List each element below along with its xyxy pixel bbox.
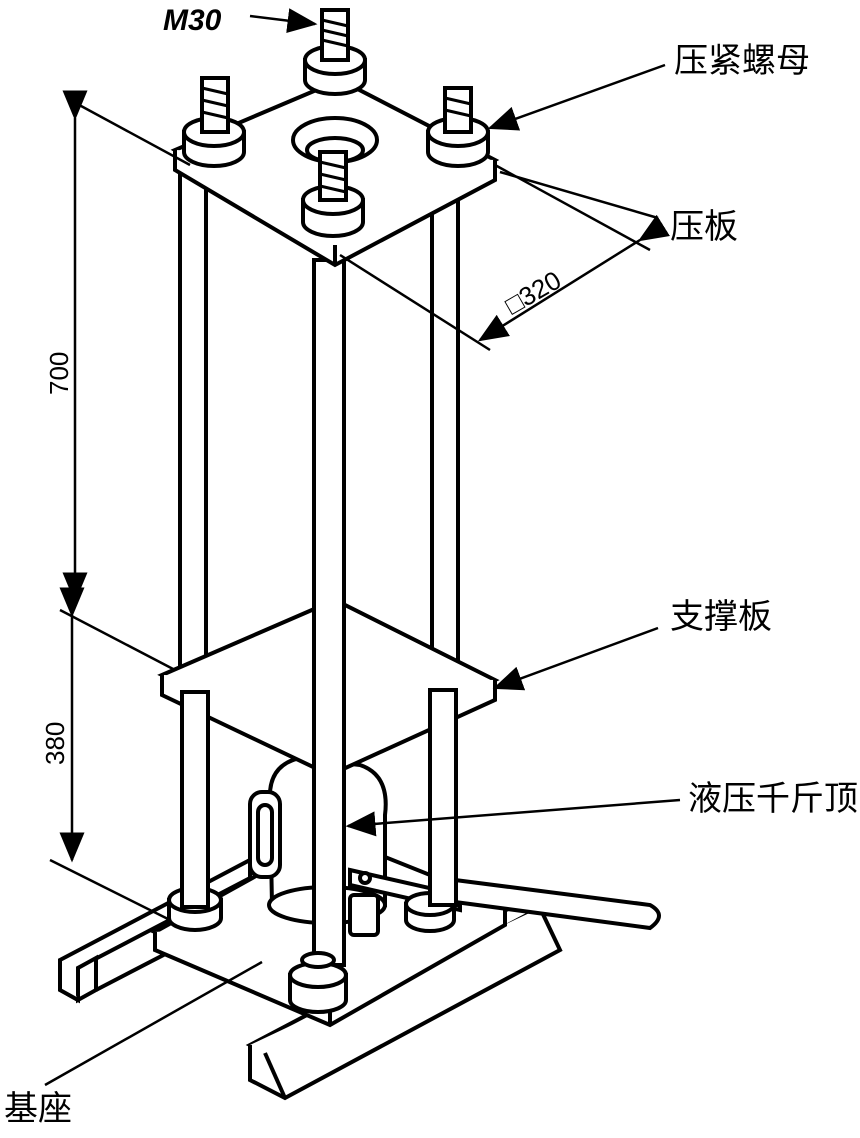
top-nut-left [182, 76, 246, 168]
base-label: 基座 [4, 1090, 72, 1128]
top-nut-center [303, 8, 367, 96]
dimension-700 [59, 90, 191, 672]
dimension-700-label: 700 [44, 352, 74, 395]
base-nut-front [288, 951, 348, 1014]
rods-lower [180, 688, 458, 909]
dimension-380 [49, 587, 171, 922]
dimension-380-label: 380 [40, 722, 70, 765]
support-plate-label: 支撑板 [670, 598, 772, 636]
top-nut-right [426, 86, 490, 168]
leaders [44, 8, 681, 1087]
rod-front [312, 258, 346, 967]
dimension-320-label: □320 [500, 265, 566, 321]
top-nut-front [301, 150, 365, 238]
press-plate-label: 压板 [670, 208, 738, 246]
bolt-size-label: M30 [163, 4, 222, 37]
rod-rear [178, 158, 460, 677]
jack-label: 液压千斤顶 [688, 780, 858, 818]
nut-label: 压紧螺母 [674, 42, 810, 80]
